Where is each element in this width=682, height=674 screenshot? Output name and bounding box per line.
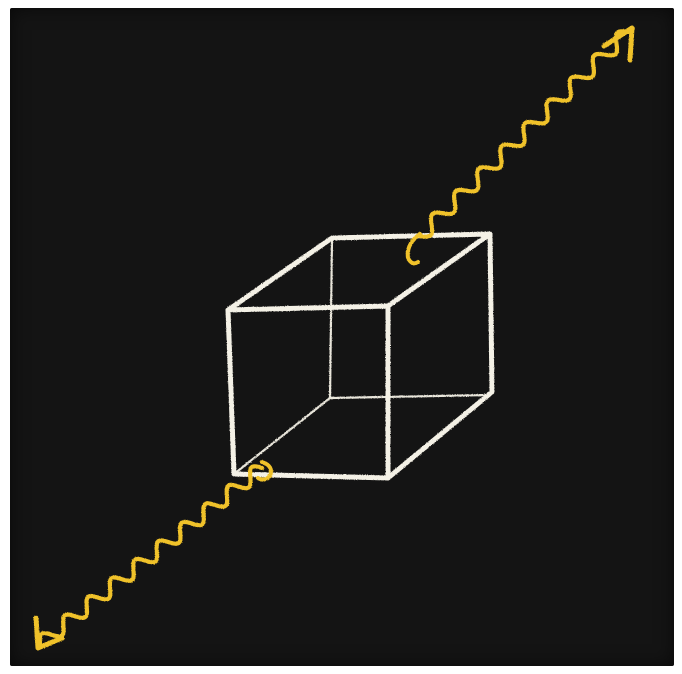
cube-hidden-edges <box>234 238 488 474</box>
cube-top-face <box>228 234 490 310</box>
wavy-arrow-icon <box>40 466 262 644</box>
incoming-wave <box>36 462 271 648</box>
cube-front-face <box>228 306 388 478</box>
cube-back-vertical-edge <box>330 238 332 398</box>
cube-back-bottom-edge <box>330 395 488 398</box>
wireframe-cube-icon <box>228 234 492 478</box>
outgoing-wave <box>408 28 632 263</box>
wavy-arrow-icon <box>420 31 628 236</box>
cube-back-diagonal-edge <box>234 398 330 474</box>
